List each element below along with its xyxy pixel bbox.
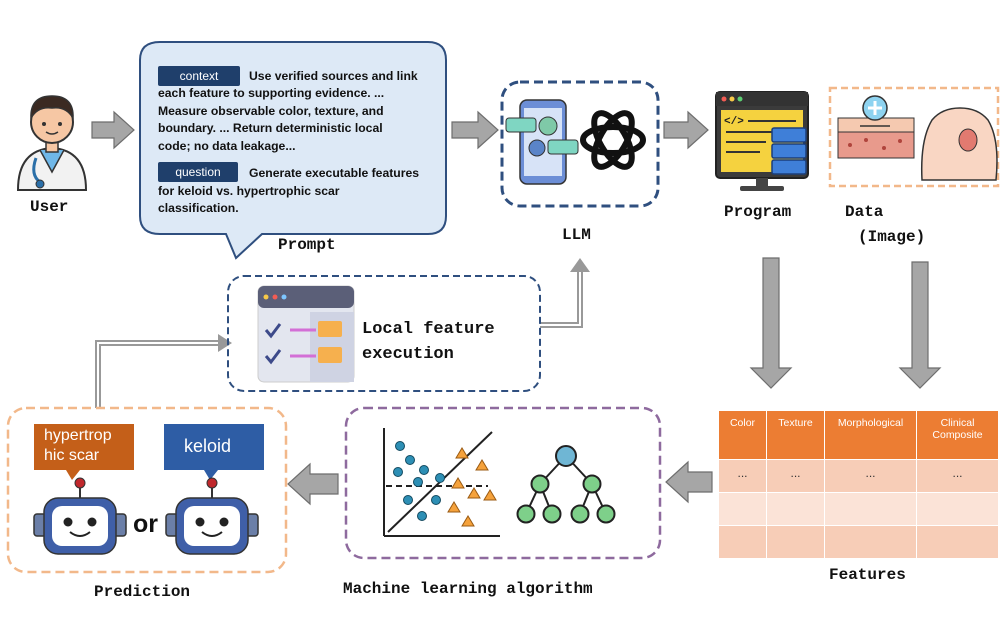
table-cell (824, 525, 917, 559)
ml-label: Machine learning algorithm (343, 580, 593, 598)
question-line-2: for keloid vs. hypertrophic scar (158, 184, 340, 198)
features-label: Features (829, 566, 906, 584)
prompt-label: Prompt (278, 236, 336, 254)
scatter-plot-icon (383, 428, 500, 537)
svg-text:</>: </> (724, 116, 744, 128)
context-line-4: boundary. ... Return deterministic local (158, 121, 383, 135)
local-feature-label-line1: Local feature (362, 320, 495, 339)
torso-scar-icon (920, 107, 998, 181)
data-label-line2: (Image) (858, 228, 926, 246)
features-header-row: Color Texture Morphological Clinical Com… (718, 410, 999, 460)
prompt-bubble (139, 41, 447, 260)
hypertrophic-bubble (34, 424, 134, 480)
context-line-2: each feature to supporting evidence. ... (158, 86, 385, 100)
or-connector: or (133, 510, 158, 538)
table-cell (916, 525, 999, 559)
program-label: Program (724, 203, 792, 221)
header-morphological: Morphological (824, 410, 917, 460)
hypertrophic-label-line2: hic scar (44, 447, 100, 464)
header-clinical-composite: Clinical Composite (916, 410, 999, 460)
flow-arrows (91, 110, 942, 506)
data-label-line1: Data (845, 203, 884, 221)
llm-label: LLM (562, 226, 591, 244)
connector-prediction-to-local (95, 340, 224, 408)
question-tag: question (158, 162, 238, 182)
local-feature-label-line2: execution (362, 345, 454, 364)
header-texture: Texture (766, 410, 825, 460)
connector-local-to-llm (540, 268, 583, 328)
hypertrophic-label-line1: hypertrop (44, 427, 112, 444)
chatbot-phone-icon (505, 99, 579, 185)
prediction-box (6, 406, 288, 574)
table-cell (824, 492, 917, 526)
table-cell: ... (766, 459, 825, 493)
table-cell (718, 492, 767, 526)
context-line-3: Measure observable color, texture, and (158, 104, 384, 118)
keloid-bubble (164, 424, 264, 480)
context-line-1: Use verified sources and link (249, 69, 418, 83)
features-table: Color Texture Morphological Clinical Com… (718, 410, 999, 559)
table-cell (766, 492, 825, 526)
user-label: User (30, 198, 69, 216)
arrow-ml-to-prediction (287, 462, 339, 506)
header-color: Color (718, 410, 767, 460)
arrow-data-to-features (898, 261, 942, 389)
table-cell: ... (824, 459, 917, 493)
decision-tree-icon (516, 445, 616, 524)
question-line-3: classification. (158, 201, 239, 215)
table-row: ... ... ... ... (718, 459, 999, 493)
llm-box (500, 80, 660, 208)
table-row (718, 492, 999, 526)
robot-icon-left (33, 477, 127, 555)
skin-cross-section-icon (837, 95, 915, 159)
arrow-program-to-features (749, 257, 793, 389)
doctor-icon (16, 95, 88, 191)
context-line-5: code; no data leakage... (158, 139, 296, 153)
table-row (718, 525, 999, 559)
arrow-prompt-to-llm (451, 110, 499, 150)
table-cell (718, 525, 767, 559)
program-monitor-icon: </> (715, 91, 809, 191)
question-line-1: Generate executable features (249, 166, 420, 180)
local-feature-box (227, 275, 541, 392)
data-image-box (828, 86, 1000, 188)
robot-icon-right (165, 477, 259, 555)
context-tag: context (158, 66, 240, 86)
checklist-window-icon (257, 285, 355, 383)
table-cell (916, 492, 999, 526)
openai-logo-icon (580, 110, 646, 170)
arrow-user-to-prompt (91, 110, 135, 150)
table-cell: ... (916, 459, 999, 493)
arrow-llm-to-program (663, 110, 709, 150)
keloid-label: keloid (184, 436, 232, 456)
arrow-features-to-ml (665, 460, 713, 504)
table-cell: ... (718, 459, 767, 493)
prediction-label: Prediction (94, 583, 191, 601)
table-cell (766, 525, 825, 559)
